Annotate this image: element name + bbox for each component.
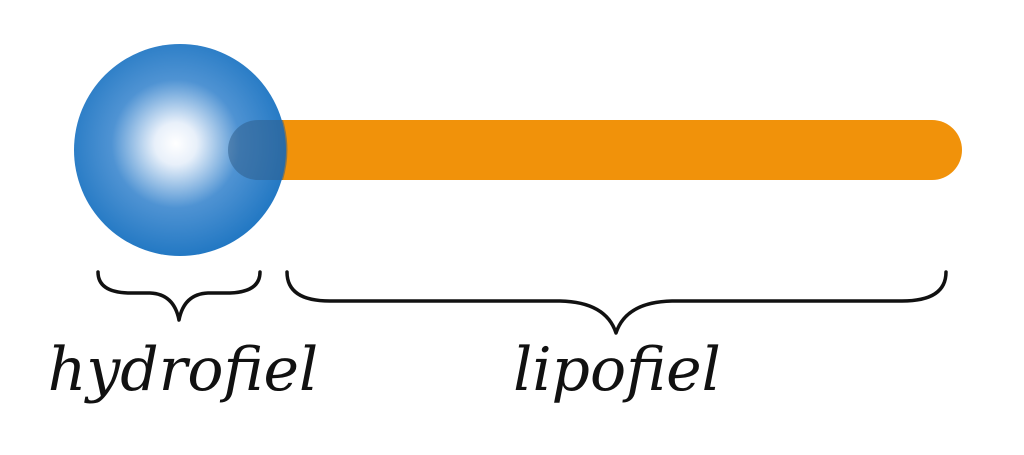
hydrophilic-label: hydrofiel	[48, 335, 318, 405]
hydrophilic-head	[74, 44, 286, 256]
lipophilic-label: lipofiel	[513, 335, 721, 405]
head-brace	[96, 270, 262, 322]
tail-brace	[285, 270, 948, 335]
tail-head-overlap	[228, 120, 288, 180]
